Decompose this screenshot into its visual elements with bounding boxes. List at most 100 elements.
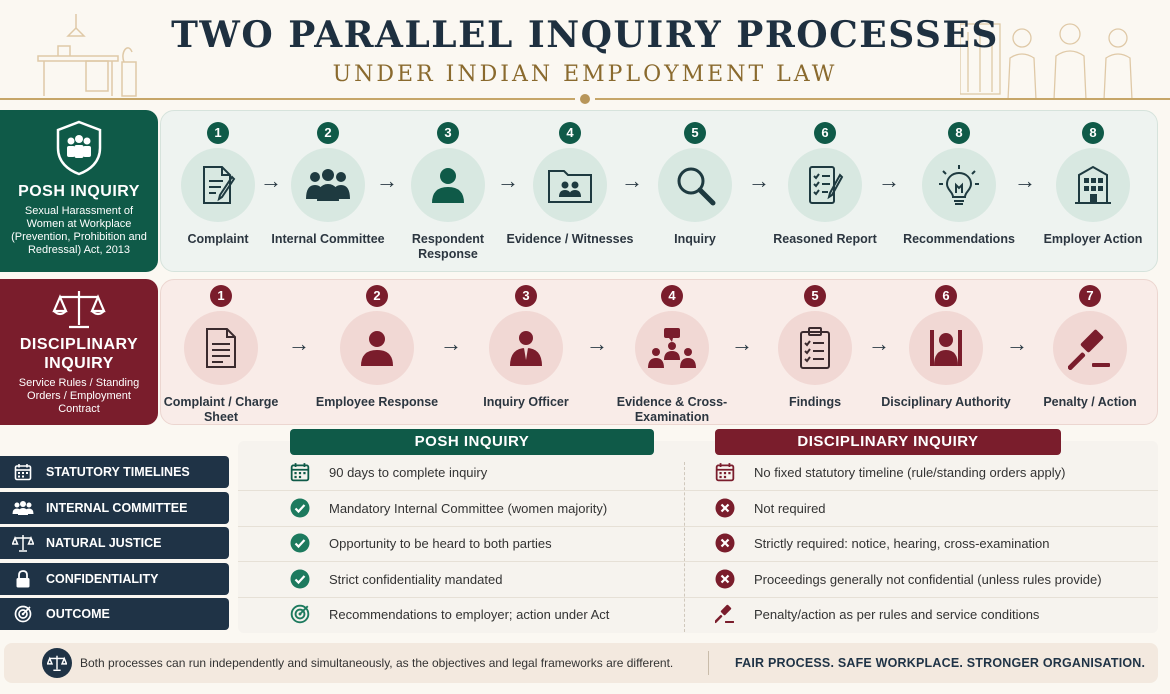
comparison-row-natural-justice: NATURAL JUSTICE Opportunity to be heard … (0, 527, 1160, 559)
comparison-label: NATURAL JUSTICE (0, 527, 229, 559)
step-number: 7 (1079, 285, 1101, 307)
posh-process-row: POSH INQUIRY Sexual Harassment of Women … (0, 110, 1160, 272)
arrow-icon: → (586, 331, 608, 356)
target-icon (289, 603, 311, 625)
officer-icon (510, 331, 542, 366)
comparison-label-text: INTERNAL COMMITTEE (46, 501, 188, 515)
disciplinary-cell-text: Proceedings generally not confidential (… (754, 571, 1102, 587)
cross-icon (714, 568, 736, 590)
step-icon-circle (1053, 311, 1127, 385)
step-label: Inquiry (674, 232, 716, 246)
comparison-label: OUTCOME (0, 598, 229, 630)
posh-cell: 90 days to complete inquiry (289, 456, 679, 488)
person-icon (432, 168, 464, 203)
comparison-row-confidentiality: CONFIDENTIALITY Strict confidentiality m… (0, 563, 1160, 595)
comparison-label: INTERNAL COMMITTEE (0, 492, 229, 524)
disciplinary-cell-text: No fixed statutory timeline (rule/standi… (754, 464, 1066, 480)
comparison-label-text: CONFIDENTIALITY (46, 572, 159, 586)
disciplinary-cell: Strictly required: notice, hearing, cros… (714, 527, 1154, 559)
step-icon-circle (1056, 148, 1130, 222)
step-number: 8 (948, 122, 970, 144)
footer-note: Both processes can run independently and… (80, 656, 674, 670)
step-icon-circle (909, 311, 983, 385)
disciplinary-cell-text: Penalty/action as per rules and service … (754, 606, 1040, 622)
step-label: Evidence / Witnesses (506, 232, 634, 246)
clipboard-icon (800, 327, 830, 369)
step-label: Employer Action (1043, 232, 1143, 246)
arrow-icon: → (621, 168, 643, 193)
gavel-icon (1068, 329, 1110, 370)
step-number: 4 (559, 122, 581, 144)
scales-icon (52, 291, 106, 329)
header: TWO PARALLEL INQUIRY PROCESSES UNDER IND… (0, 0, 1170, 108)
check-icon (289, 532, 311, 554)
arrow-icon: → (497, 168, 519, 193)
step-label: Internal Committee (271, 232, 385, 246)
shield-people-icon (56, 120, 102, 176)
desk-illustration-icon (37, 14, 137, 97)
step-icon-circle (533, 148, 607, 222)
posh-step-inquiry: 5 Inquiry (630, 122, 760, 247)
page-subtitle: UNDER INDIAN EMPLOYMENT LAW (332, 62, 838, 87)
gavel-icon (714, 603, 736, 625)
magnifier-icon (677, 167, 716, 206)
posh-cell-text: Strict confidentiality mandated (329, 571, 503, 587)
step-icon-circle (658, 148, 732, 222)
step-icon-circle (922, 148, 996, 222)
step-number: 4 (661, 285, 683, 307)
step-number: 1 (210, 285, 232, 307)
step-label: Inquiry Officer (483, 395, 569, 409)
comparison-label: CONFIDENTIALITY (0, 563, 229, 595)
lock-icon (12, 570, 34, 588)
step-label: Evidence & Cross-Examination (616, 395, 728, 424)
comparison-row-timelines: STATUTORY TIMELINES 90 days to complete … (0, 456, 1160, 488)
building-icon (1075, 165, 1111, 204)
arrow-icon: → (1006, 331, 1028, 356)
calendar-icon (12, 463, 34, 481)
step-icon-circle (489, 311, 563, 385)
posh-cell-text: Recommendations to employer; action unde… (329, 606, 610, 622)
disciplinary-cell-text: Strictly required: notice, hearing, cros… (754, 535, 1050, 551)
document-pen-icon (203, 166, 236, 204)
arrow-icon: → (868, 331, 890, 356)
page-title: TWO PARALLEL INQUIRY PROCESSES (171, 14, 999, 56)
disciplinary-cell: Not required (714, 492, 1154, 524)
person-icon (361, 331, 393, 366)
footer-banner: Both processes can run independently and… (4, 643, 1158, 683)
posh-step-complaint: 1 Complaint (153, 122, 283, 247)
step-icon-circle (291, 148, 365, 222)
disciplinary-process-row: DISCIPLINARY INQUIRY Service Rules / Sta… (0, 279, 1160, 425)
check-icon (289, 497, 311, 519)
row-divider (238, 490, 1158, 491)
disc-step-penalty: 7 Penalty / Action (1025, 285, 1155, 410)
cross-icon (714, 497, 736, 519)
step-icon-circle (184, 311, 258, 385)
divider (595, 98, 1170, 100)
posh-cell: Strict confidentiality mandated (289, 563, 679, 595)
arrow-icon: → (440, 331, 462, 356)
row-divider (238, 561, 1158, 562)
disc-step-evidence: 4 Evidence & Cross-Examination (607, 285, 737, 425)
disciplinary-cell: Proceedings generally not confidential (… (714, 563, 1154, 595)
column-divider (684, 462, 685, 632)
posh-step-respondent-response: 3 Respondent Response (383, 122, 513, 262)
professionals-illustration-icon (960, 23, 1133, 100)
disciplinary-title-card: DISCIPLINARY INQUIRY Service Rules / Sta… (0, 279, 158, 425)
disciplinary-cell-text: Not required (754, 500, 826, 516)
divider (0, 98, 575, 100)
arrow-icon: → (376, 168, 398, 193)
cross-icon (714, 532, 736, 554)
row-divider (238, 526, 1158, 527)
disciplinary-title: DISCIPLINARY INQUIRY (19, 336, 139, 372)
step-icon-circle (340, 311, 414, 385)
folder-people-icon (548, 170, 592, 203)
comparison-label: STATUTORY TIMELINES (0, 456, 229, 488)
step-label: Disciplinary Authority (881, 395, 1011, 409)
comparison-label-text: NATURAL JUSTICE (46, 536, 162, 550)
disc-step-disciplinary-authority: 6 Disciplinary Authority (881, 285, 1011, 410)
authority-icon (930, 330, 962, 366)
step-number: 3 (515, 285, 537, 307)
step-icon-circle (778, 311, 852, 385)
step-label: Penalty / Action (1043, 395, 1137, 409)
lightbulb-icon (939, 165, 979, 205)
